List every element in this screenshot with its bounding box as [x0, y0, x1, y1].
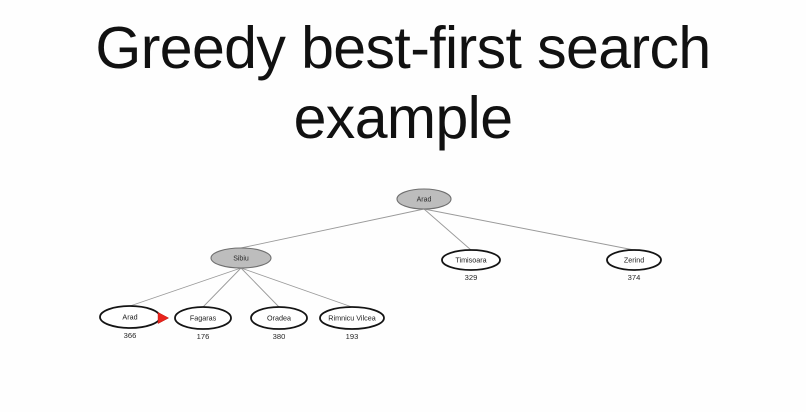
tree-node-arad-leaf[interactable]: Arad 366 — [99, 305, 161, 340]
tree-edge — [129, 267, 242, 307]
node-ellipse — [250, 306, 308, 330]
tree-edge — [202, 267, 242, 308]
tree-edges — [129, 208, 635, 308]
node-ellipse — [396, 188, 452, 210]
node-label: Rimnicu Vilcea — [328, 313, 375, 322]
tree-edge — [423, 208, 472, 251]
node-heuristic-value: 374 — [628, 273, 641, 282]
selection-marker-group — [157, 312, 170, 324]
node-heuristic-value: 193 — [346, 332, 359, 341]
node-ellipse — [441, 249, 501, 271]
tree-edge — [240, 267, 280, 308]
tree-node-zerind[interactable]: Zerind 374 — [606, 249, 662, 282]
tree-edge — [240, 208, 425, 249]
tree-node-timisoara[interactable]: Timisoara 329 — [441, 249, 501, 282]
node-label: Sibiu — [233, 255, 249, 262]
node-ellipse — [174, 306, 232, 330]
node-heuristic-value: 366 — [124, 331, 137, 340]
node-label: Arad — [122, 312, 137, 321]
node-label: Arad — [417, 196, 432, 203]
tree-node-sibiu[interactable]: Sibiu — [210, 247, 272, 269]
page-title: Greedy best-first search example — [95, 15, 711, 151]
tree-node-rimnicu-vilcea[interactable]: Rimnicu Vilcea 193 — [319, 306, 385, 341]
node-label: Fagaras — [190, 313, 217, 322]
tree-node-oradea[interactable]: Oradea 380 — [250, 306, 308, 341]
node-label: Oradea — [267, 313, 291, 322]
node-ellipse — [606, 249, 662, 271]
node-heuristic-value: 380 — [273, 332, 286, 341]
node-ellipse — [210, 247, 272, 269]
node-label: Zerind — [624, 255, 644, 264]
node-label: Timisoara — [455, 255, 486, 264]
tree-node-fagaras[interactable]: Fagaras 176 — [174, 306, 232, 341]
tree-edge — [423, 208, 635, 251]
tree-node-arad-root[interactable]: Arad — [396, 188, 452, 210]
tree-edge — [240, 267, 353, 308]
node-heuristic-value: 329 — [465, 273, 478, 282]
node-heuristic-value: 176 — [197, 332, 210, 341]
selected-node-arrow — [157, 312, 170, 324]
node-ellipse — [319, 306, 385, 330]
